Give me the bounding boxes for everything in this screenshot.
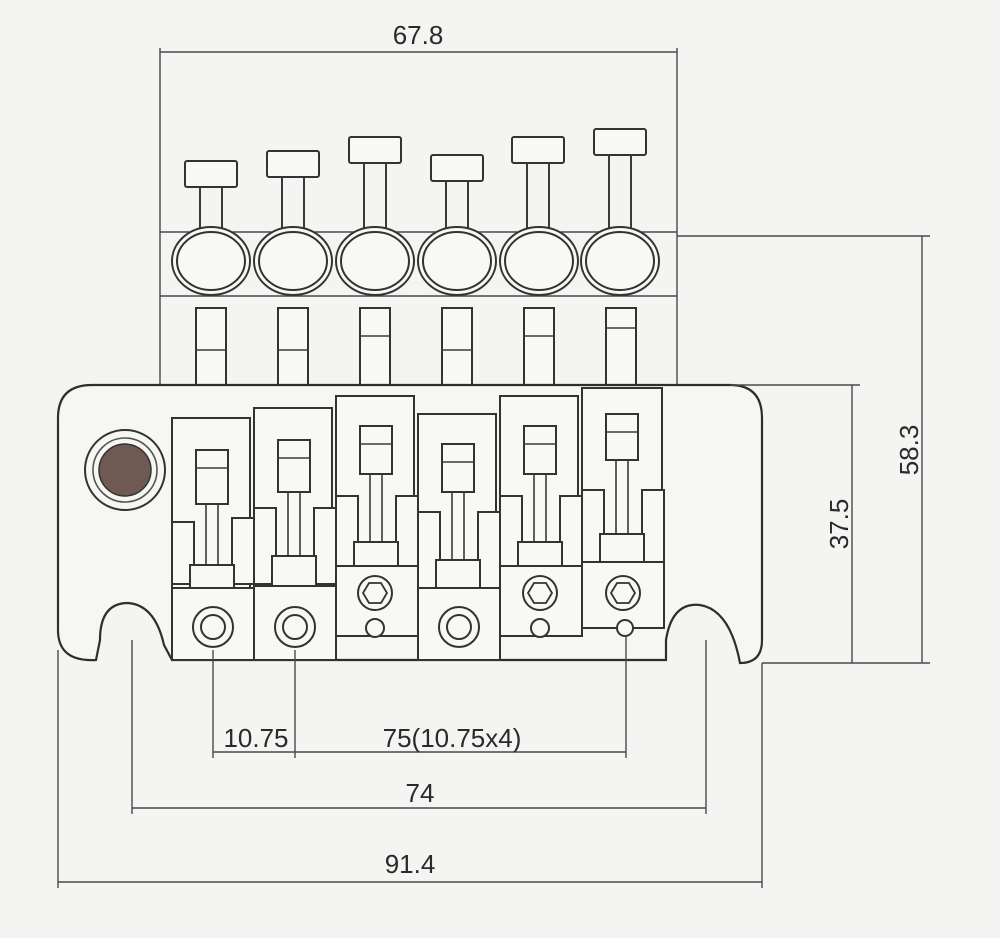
tuner-knob-4 bbox=[430, 154, 484, 182]
dim-top-width: 67.8 bbox=[159, 20, 678, 385]
dim-base-height: 37.5 bbox=[730, 384, 860, 663]
dim-overall-width: 91.4 bbox=[57, 650, 763, 888]
tuner-knob-2 bbox=[266, 150, 320, 178]
saddle-1 bbox=[171, 417, 255, 661]
lock-block-band bbox=[160, 231, 677, 297]
mounting-screw bbox=[84, 429, 166, 511]
saddles bbox=[171, 387, 665, 661]
saddle-3 bbox=[335, 395, 419, 638]
screw-head-icon bbox=[98, 443, 152, 497]
saddle-4 bbox=[417, 413, 501, 661]
saddle-5 bbox=[499, 395, 583, 638]
dim-base-height-label: 37.5 bbox=[824, 499, 854, 550]
dim-post-spacing: 74 bbox=[131, 640, 707, 814]
dim-overall-height: 58.3 bbox=[677, 235, 930, 664]
dim-spacing-total-label: 75(10.75x4) bbox=[383, 723, 522, 753]
dim-overall-height-label: 58.3 bbox=[894, 425, 924, 476]
dim-string-spacing-label: 10.75 bbox=[223, 723, 288, 753]
fine-tuners bbox=[184, 128, 647, 230]
dim-overall-width-label: 91.4 bbox=[385, 849, 436, 879]
saddle-2 bbox=[253, 407, 337, 661]
dim-string-spacing: 10.75 75(10.75x4) bbox=[212, 636, 627, 758]
string-bushings bbox=[171, 226, 660, 296]
tuner-knob-3 bbox=[348, 136, 402, 164]
tuner-knob-1 bbox=[184, 160, 238, 188]
tuner-knob-5 bbox=[511, 136, 565, 164]
tuner-knob-6 bbox=[593, 128, 647, 156]
saddle-6 bbox=[581, 387, 665, 637]
dim-post-spacing-label: 74 bbox=[406, 778, 435, 808]
dim-top-width-label: 67.8 bbox=[393, 20, 444, 50]
